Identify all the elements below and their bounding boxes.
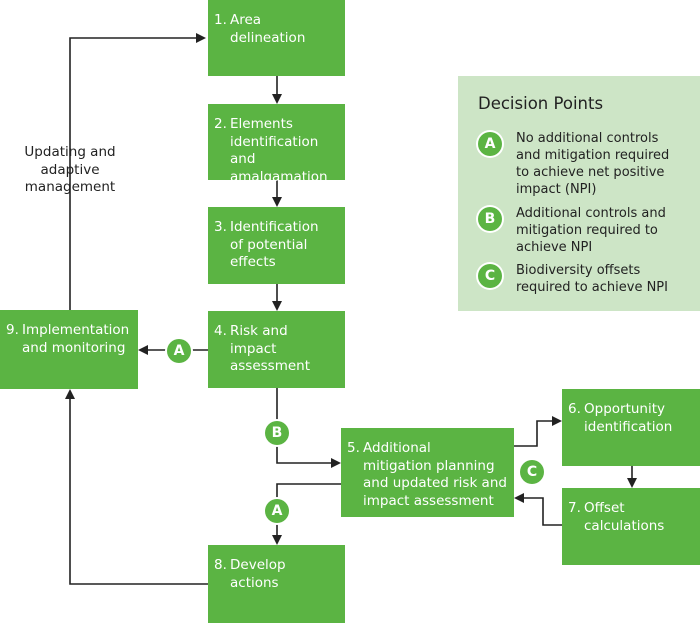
legend-title: Decision Points (478, 94, 604, 113)
arrow-9-to-1 (69, 33, 206, 310)
step-8-develop-actions: 8. Develop actions (208, 545, 345, 623)
step-label: Identification of potential effects (230, 219, 319, 270)
step-number: 1. (214, 12, 227, 28)
step-9-implementation-monitoring: 9. Implementation and monitoring (0, 310, 138, 389)
step-number: 8. (214, 557, 227, 573)
step-1-area-delineation: 1. Area delineation (208, 0, 345, 76)
step-5-additional-mitigation: 5. Additional mitigation planning and up… (341, 428, 514, 517)
step-number: 5. (347, 440, 360, 456)
step-label: Elements identification and amalgamation (230, 116, 328, 185)
legend-text: Additional controls and mitigation requi… (516, 206, 666, 255)
step-label: Area delineation (230, 12, 306, 46)
arrow-7-to-5 (514, 493, 562, 526)
step-3-identification-effects: 3. Identification of potential effects (208, 207, 345, 284)
legend-badge: B (478, 207, 502, 231)
step-4-risk-impact-assessment: 4. Risk and impact assessment (208, 311, 345, 388)
step-number: 3. (214, 219, 227, 235)
decision-points-legend: Decision Points A No additional controls… (458, 76, 700, 311)
decision-badge-a-down: A (265, 499, 289, 523)
legend-text: No additional controls and mitigation re… (516, 131, 670, 197)
decision-badge-b-down: B (265, 421, 289, 445)
decision-badge-c-right: C (520, 460, 544, 484)
decision-badge-a-left: A (167, 339, 191, 363)
arrow-5-to-8 (272, 483, 341, 545)
legend-badge: A (478, 132, 502, 156)
legend-text: Biodiversity offsets required to achieve… (516, 263, 668, 295)
step-label: Develop actions (230, 557, 286, 591)
step-number: 7. (568, 500, 581, 516)
legend-badge: C (478, 264, 502, 288)
loop-label: Updating and adaptive management (24, 144, 116, 195)
step-number: 6. (568, 401, 581, 417)
step-label: Offset calculations (584, 500, 665, 534)
step-label: Implementation and monitoring (22, 322, 130, 356)
arrow-4-to-5 (276, 388, 341, 468)
step-label: Opportunity identification (584, 401, 673, 435)
arrow-5-to-6 (514, 416, 562, 447)
step-6-opportunity-identification: 6. Opportunity identification (562, 389, 700, 466)
step-number: 9. (6, 322, 19, 338)
step-number: 4. (214, 323, 227, 339)
arrow-8-to-9 (65, 389, 208, 585)
step-number: 2. (214, 116, 227, 132)
step-2-elements-identification: 2. Elements identification and amalgamat… (208, 104, 345, 185)
step-label: Additional mitigation planning and updat… (363, 440, 507, 509)
step-label: Risk and impact assessment (230, 323, 311, 374)
step-7-offset-calculations: 7. Offset calculations (562, 488, 700, 565)
